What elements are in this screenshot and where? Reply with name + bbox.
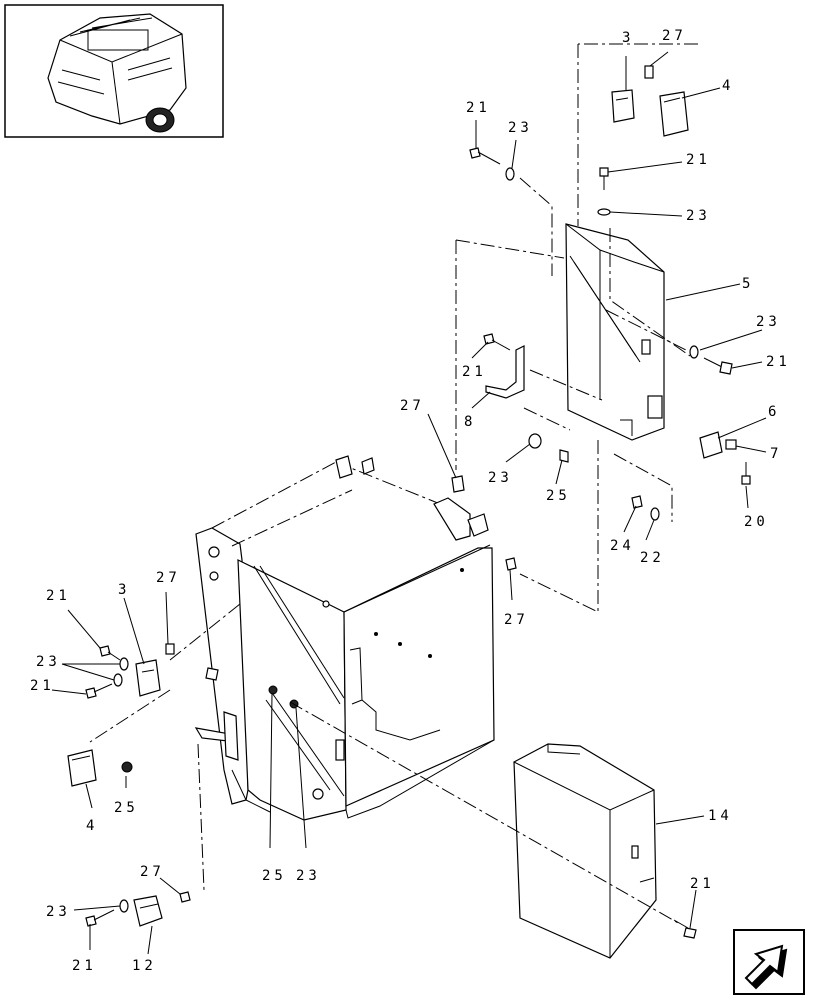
callout-22: 22 <box>640 550 665 566</box>
callout-leaders <box>51 51 767 955</box>
bolt-21-bottom <box>85 909 115 927</box>
clamp-8 <box>485 345 525 399</box>
callout-23-left: 23 <box>36 654 61 670</box>
callout-23-d: 23 <box>488 470 513 486</box>
nut-27-mid <box>451 475 465 493</box>
callout-6: 6 <box>768 404 780 420</box>
callout-21-right: 21 <box>690 876 715 892</box>
callout-25-left: 25 <box>114 800 139 816</box>
washer-23-left-a <box>119 657 129 671</box>
callout-25-bottom: 25 <box>262 868 287 884</box>
callout-21-c: 21 <box>766 354 791 370</box>
callout-4-top: 4 <box>722 78 734 94</box>
washer-23-bottom2 <box>119 899 129 913</box>
callout-27-bottom: 27 <box>140 864 165 880</box>
callout-3-top: 3 <box>622 30 634 46</box>
callout-27-top: 27 <box>662 28 687 44</box>
callout-7: 7 <box>770 446 782 462</box>
callout-21-bottom: 21 <box>72 958 97 974</box>
callout-21-left: 21 <box>46 588 71 604</box>
washer-23-b <box>597 208 611 216</box>
callout-14: 14 <box>708 808 733 824</box>
bolt-27-bottom <box>179 891 191 903</box>
callout-21-a: 21 <box>466 100 491 116</box>
bolt-27-top <box>644 65 654 79</box>
bracket-4-left <box>67 749 97 787</box>
washer-23-d <box>528 433 542 449</box>
callout-23-a: 23 <box>508 120 533 136</box>
callout-3-left: 3 <box>118 582 130 598</box>
callout-4-left: 4 <box>86 818 98 834</box>
callout-25-a: 25 <box>546 488 571 504</box>
bolt-21-b <box>599 167 609 190</box>
nut-24 <box>631 495 643 509</box>
bolt-27-right <box>505 557 517 571</box>
bolt-21-a <box>469 147 501 165</box>
bracket-4-top <box>659 91 689 137</box>
bracket-12 <box>133 895 163 927</box>
bolt-21-left2 <box>85 683 113 699</box>
callout-27-right: 27 <box>504 612 529 628</box>
callout-8: 8 <box>464 414 476 430</box>
washer-23-c <box>689 345 699 359</box>
bolt-20 <box>741 462 751 485</box>
callout-5: 5 <box>742 276 754 292</box>
bolt-21-d <box>483 333 511 351</box>
next-page-arrow-icon[interactable] <box>733 929 805 995</box>
callout-labels: 3 27 4 21 23 21 23 5 23 21 21 8 27 6 7 2… <box>30 28 791 974</box>
assembly-centerlines <box>89 43 698 925</box>
bolt-21-left <box>99 645 121 661</box>
washer-23-a <box>505 167 515 181</box>
callout-21-left2: 21 <box>30 678 55 694</box>
callout-23-bottom: 23 <box>296 868 321 884</box>
washer-23-left-b <box>113 673 123 687</box>
callout-23-c: 23 <box>756 314 781 330</box>
nut-25-bottom <box>268 685 278 695</box>
callout-24: 24 <box>610 538 635 554</box>
frame-assembly <box>194 455 495 821</box>
baler-thumbnail-icon <box>4 4 224 138</box>
bracket-3-left <box>135 659 161 697</box>
callout-23-b: 23 <box>686 208 711 224</box>
callout-27-mid: 27 <box>400 398 425 414</box>
nut-25-left <box>121 761 133 773</box>
panel-5 <box>565 223 665 441</box>
callout-23-bottom2: 23 <box>46 904 71 920</box>
callout-27-left: 27 <box>156 570 181 586</box>
callout-21-b: 21 <box>686 152 711 168</box>
nut-7 <box>725 439 737 450</box>
callout-12: 12 <box>132 958 157 974</box>
washer-22 <box>650 507 660 521</box>
callout-21-d: 21 <box>462 364 487 380</box>
bolt-21-right <box>673 919 697 939</box>
cover-14 <box>513 743 657 959</box>
bolt-27-left <box>165 643 175 655</box>
callout-20: 20 <box>744 514 769 530</box>
clip-6 <box>699 431 723 459</box>
nut-25-a <box>559 449 569 463</box>
bolt-21-c <box>703 357 733 375</box>
bracket-3-top <box>611 89 635 123</box>
